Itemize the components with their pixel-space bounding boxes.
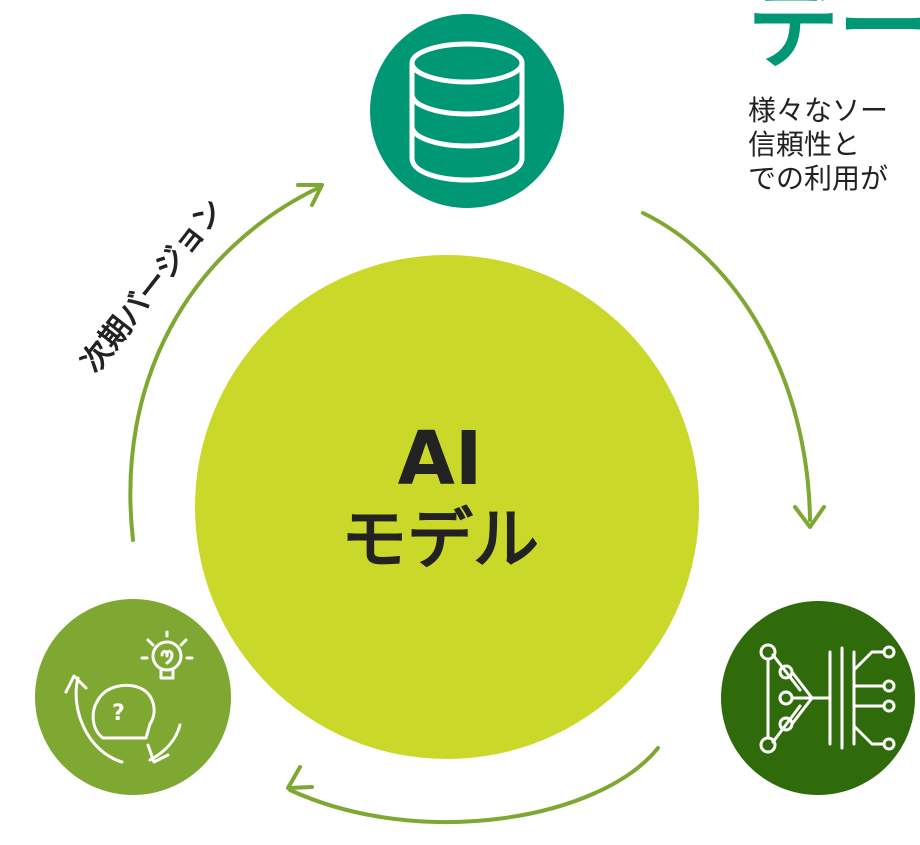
arrow-idea-to-data <box>128 183 324 542</box>
description-line: 様々なソー <box>748 94 889 127</box>
network-node <box>721 601 915 795</box>
arrow-network-to-idea <box>286 746 660 825</box>
neural-network-icon <box>759 643 896 754</box>
idea-node: ? <box>35 599 231 795</box>
database-icon <box>409 41 525 183</box>
ai-model-circle <box>195 255 699 759</box>
arrow-data-to-network <box>641 211 826 529</box>
description-line: 信頼性と <box>748 128 861 161</box>
data-node <box>370 14 564 208</box>
description-line: での利用が <box>748 162 889 195</box>
ai-model-label: AI モデル <box>290 418 590 580</box>
ai-model-line1: AI <box>397 416 483 502</box>
description-text: 様々なソー 信頼性と での利用が <box>748 94 888 196</box>
section-heading: デー <box>748 0 920 81</box>
idea-cycle-icon: ? <box>64 630 194 764</box>
ai-model-line2: モデル <box>341 501 539 578</box>
svg-text:?: ? <box>112 701 125 726</box>
